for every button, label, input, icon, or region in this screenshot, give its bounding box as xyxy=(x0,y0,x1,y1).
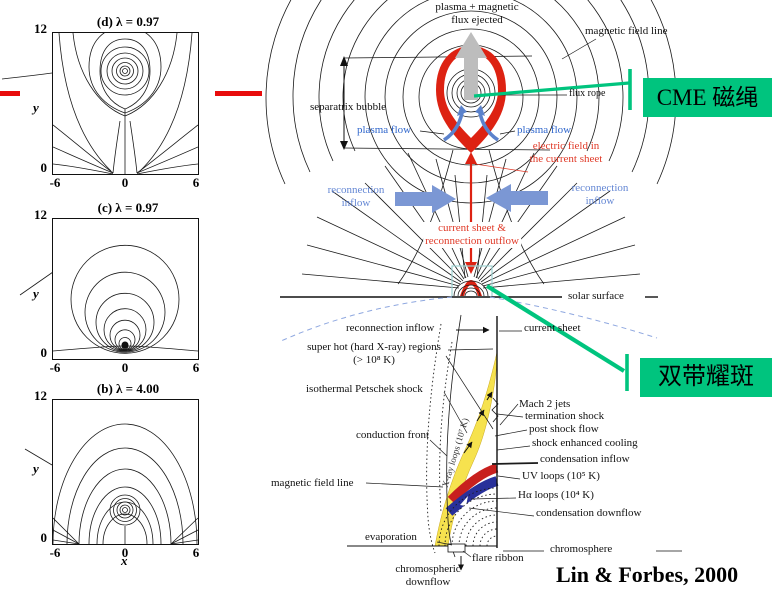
panel-c xyxy=(52,218,199,360)
panel-c-ylabel: y xyxy=(33,286,39,301)
panel-b-contours xyxy=(53,423,198,544)
label-detail-current-sheet: current sheet xyxy=(524,322,581,334)
label-condensation-downflow: condensation downflow xyxy=(536,507,642,519)
panel-d-contours xyxy=(53,33,198,174)
panel-c-title: (c) λ = 0.97 xyxy=(97,200,159,215)
panel-c-contours xyxy=(53,244,198,354)
separatrix-measure-arrow xyxy=(340,55,551,151)
label-termination-shock: termination shock xyxy=(525,410,605,422)
field-line-fan xyxy=(301,152,641,289)
label-shock-enhanced-cooling: shock enhanced cooling xyxy=(532,437,638,449)
panel-b-xlabel: x xyxy=(121,553,128,568)
zoom-guide-dashes xyxy=(280,296,658,342)
panel-d-title: (d) λ = 0.97 xyxy=(96,14,160,29)
current-sheet-arrow xyxy=(465,152,477,274)
callout-connectors xyxy=(473,69,632,391)
panel-d-xtick-right: 6 xyxy=(192,175,200,190)
label-flux-ejected: plasma + magnetic flux ejected xyxy=(435,1,519,26)
uv-loop-band xyxy=(447,463,499,504)
label-outflow: current sheet & reconnection outflow xyxy=(423,222,521,248)
label-separatrix-bubble: separatrix bubble xyxy=(310,101,387,113)
panel-c-xtick-left: -6 xyxy=(49,360,61,375)
xray-loop-region xyxy=(434,351,498,547)
label-plasma-flow-right: plasma flow xyxy=(517,124,572,136)
panel-d-xtick-left: -6 xyxy=(49,175,61,190)
condensation-arrow xyxy=(460,496,468,506)
plasma-flow-arrows xyxy=(419,105,516,142)
panel-c-xtick-right: 6 xyxy=(192,360,200,375)
panel-b-xtick-mid: 0 xyxy=(121,545,129,560)
label-flare-ribbon: flare ribbon xyxy=(472,552,524,564)
panel-b-ylabel: y xyxy=(33,461,39,476)
label-detail-reconnection-inflow: reconnection inflow xyxy=(346,322,435,334)
label-solar-surface: solar surface xyxy=(566,290,626,303)
panel-b-ytick-top: 12 xyxy=(34,388,47,403)
panel-b-xtick-left: -6 xyxy=(49,545,61,560)
panel-b xyxy=(52,399,199,545)
panel-c-ytick-bottom: 0 xyxy=(40,345,48,360)
callout-cme-flux-rope: CME 磁绳 xyxy=(643,78,772,117)
flare-ribbon-box xyxy=(447,543,466,553)
label-detail-magnetic-field-line: magnetic field line xyxy=(271,477,354,489)
label-mach-jets: Mach 2 jets xyxy=(519,398,571,410)
label-halpha-loops: Hα loops (10⁴ K) xyxy=(518,489,594,501)
citation: Lin & Forbes, 2000 xyxy=(556,562,739,587)
label-plasma-flow-left: plasma flow xyxy=(357,124,412,136)
panel-c-xtick-mid: 0 xyxy=(121,360,129,375)
label-petschek-shock: isothermal Petschek shock xyxy=(306,383,423,395)
label-uv-loops: UV loops (10⁵ K) xyxy=(522,470,600,482)
panel-d-ytick-bottom: 0 xyxy=(40,160,48,175)
panel-c-ytick-top: 12 xyxy=(34,207,47,222)
label-post-shock-flow: post shock flow xyxy=(529,423,599,435)
panel-b-ytick-bottom: 0 xyxy=(40,530,48,545)
label-chromosphere: chromosphere xyxy=(550,543,613,555)
panel-d-ytick-top: 12 xyxy=(34,21,47,36)
detail-pointer-lines xyxy=(365,330,539,558)
red-marker-lines xyxy=(0,91,262,96)
panel-d xyxy=(52,32,199,175)
label-conduction-front: conduction front xyxy=(356,429,430,441)
panel-b-title: (b) λ = 4.00 xyxy=(96,381,160,396)
label-flux-rope: flux rope xyxy=(569,88,606,99)
flare-detail-diagram xyxy=(347,314,682,571)
panel-axis-marks xyxy=(1,72,54,466)
label-reconnection-inflow-right: reconnection inflow xyxy=(571,182,629,207)
panel-b-xtick-right: 6 xyxy=(192,545,200,560)
label-magnetic-field-line: magnetic field line xyxy=(585,25,668,37)
callout-two-ribbon-flare: 双带耀斑 xyxy=(640,358,772,397)
panel-d-ylabel: y xyxy=(33,100,39,115)
panel-d-xtick-mid: 0 xyxy=(121,175,129,190)
label-evaporation: evaporation xyxy=(365,531,417,543)
label-chromospheric-downflow: chromospheric downflow xyxy=(395,563,461,588)
label-electric-field: electric field in the current sheet xyxy=(529,140,603,165)
label-condensation-inflow: condensation inflow xyxy=(540,453,630,465)
label-super-hot-regions: super hot (hard X-ray) regions (> 10⁸ K) xyxy=(307,341,441,366)
reconnection-inflow-arrows xyxy=(395,184,548,213)
label-reconnection-inflow-left: reconnection inflow xyxy=(327,184,385,209)
ejection-arrow xyxy=(455,32,487,100)
